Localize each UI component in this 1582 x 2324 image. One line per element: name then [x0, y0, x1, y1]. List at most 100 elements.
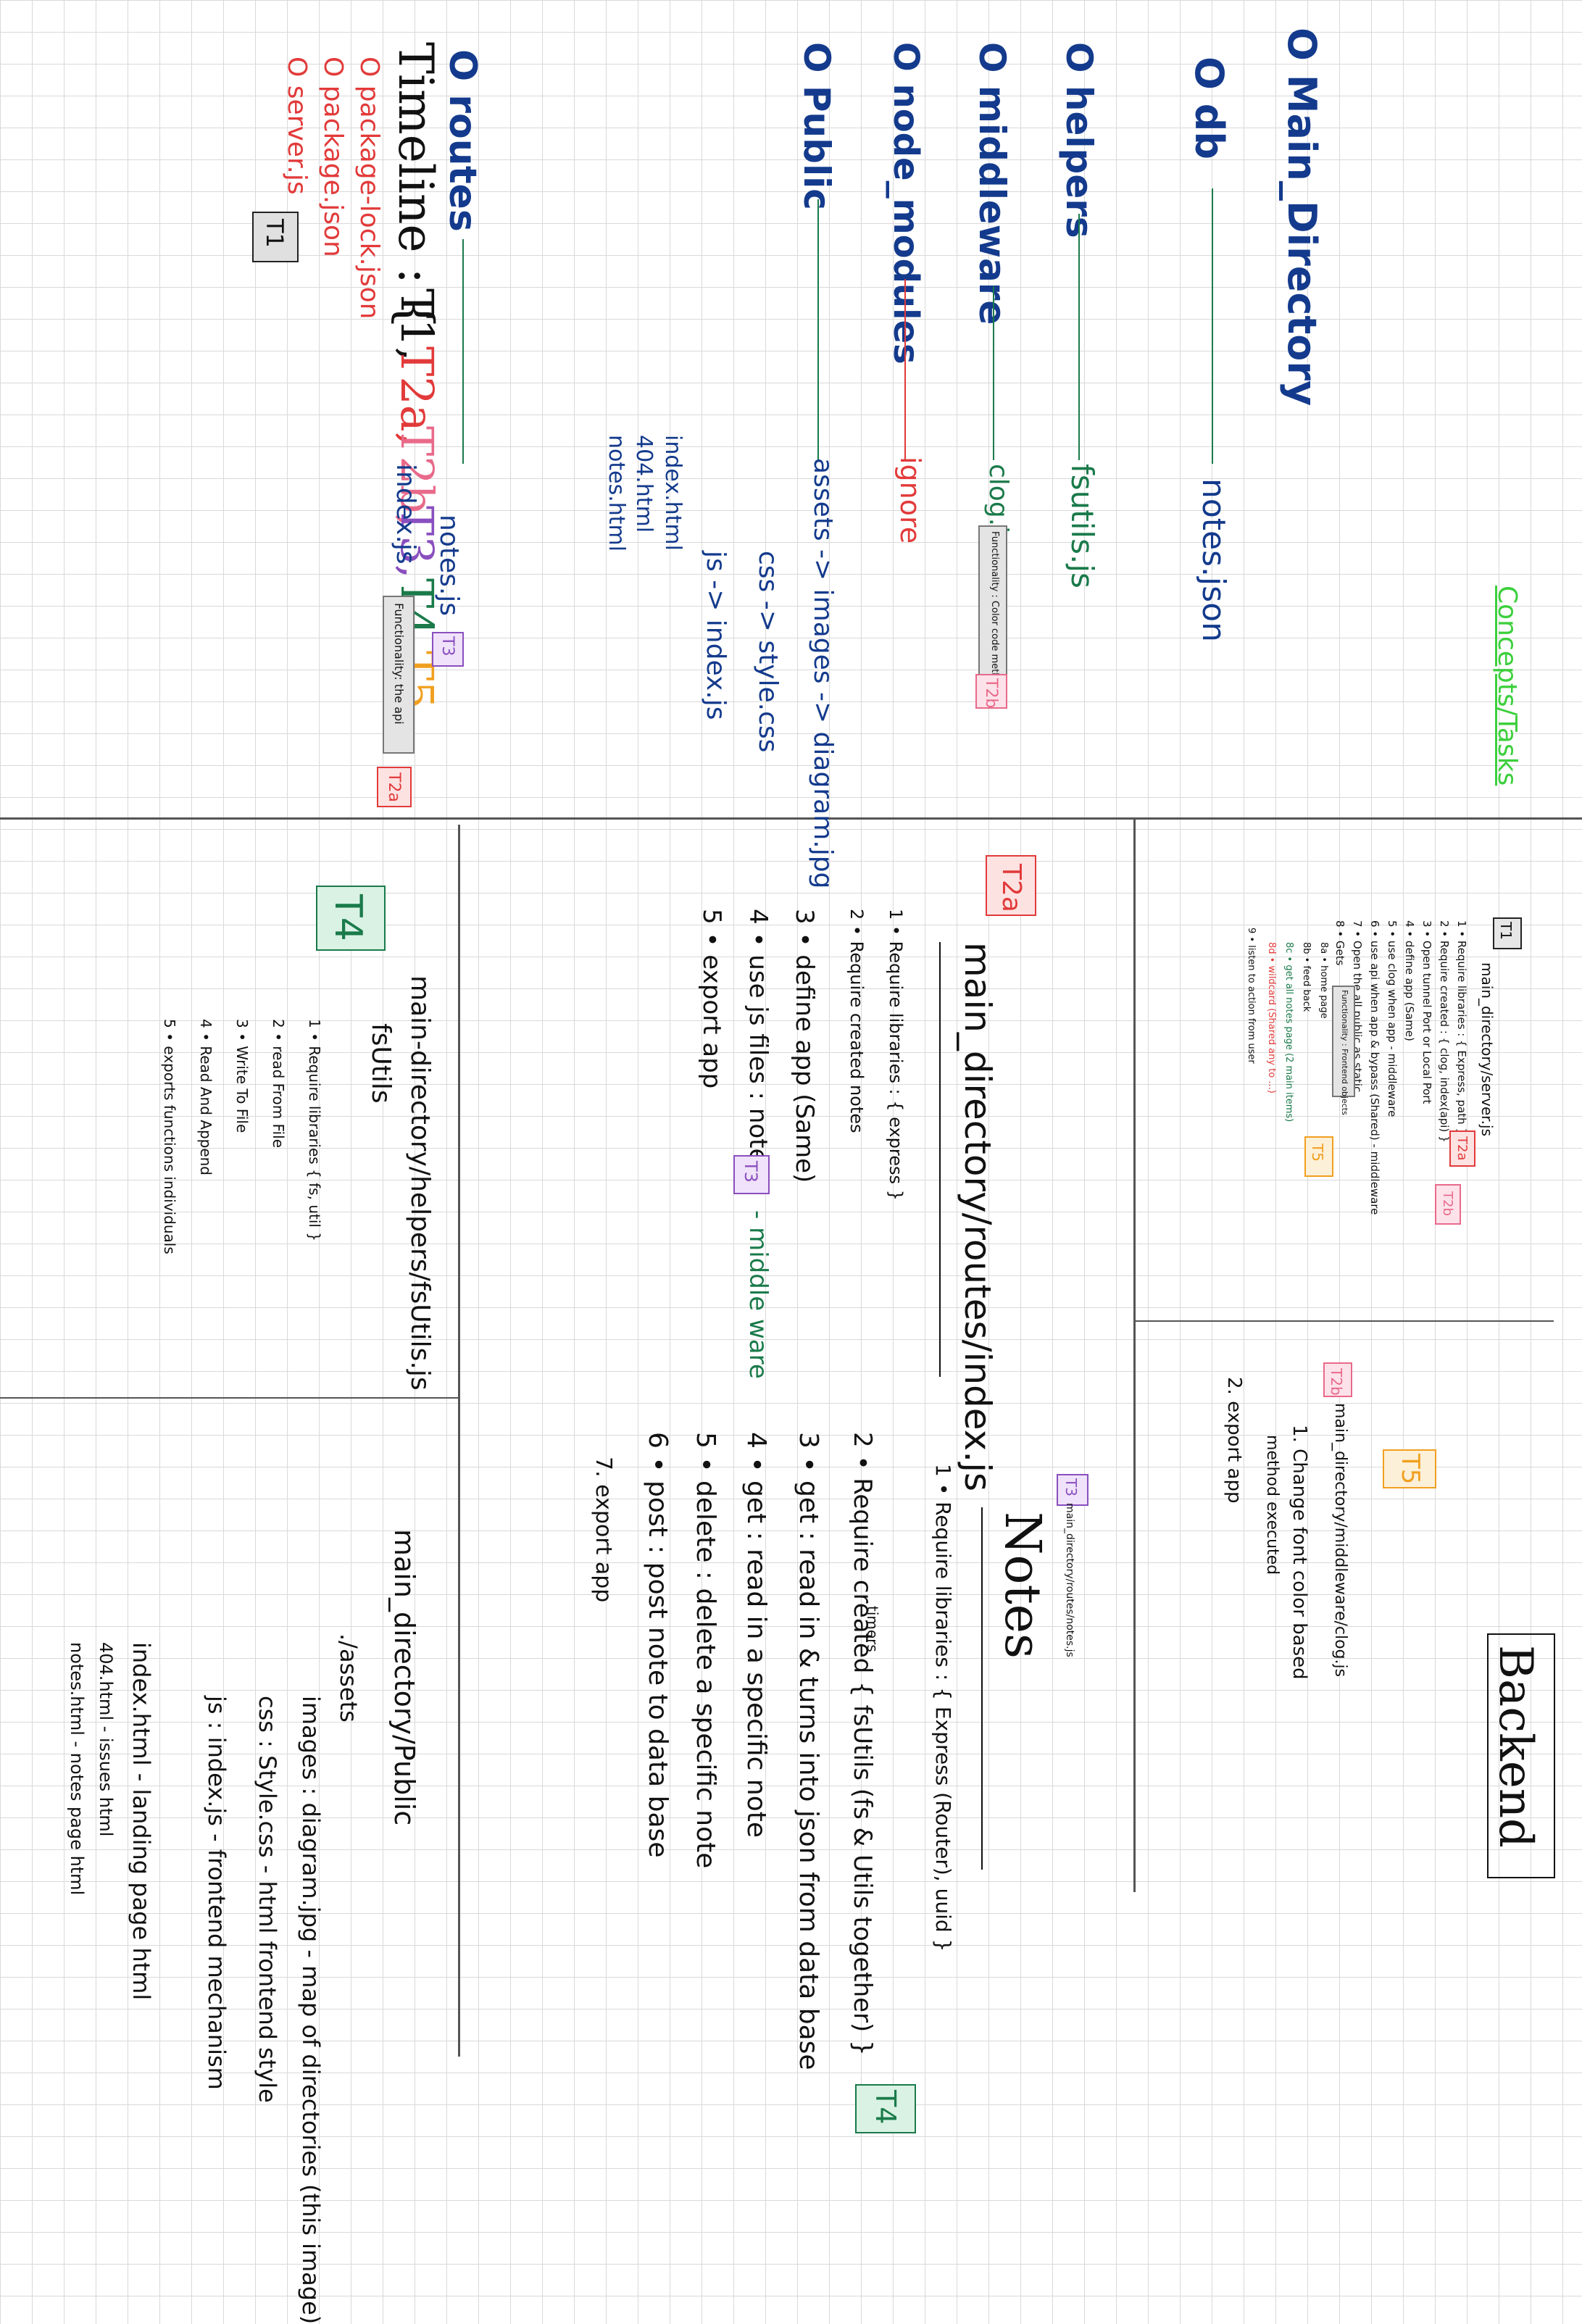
- tree-package: O package.json: [318, 57, 348, 257]
- t1-gets-note: Functionality : Frontend objects: [1340, 990, 1349, 1115]
- middleware-note-box: Functionality : Color code methods: [978, 525, 1007, 695]
- tree-middleware: O middleware: [971, 42, 1013, 325]
- t1-item-2: 2 • Require created : { clog, index(api)…: [1438, 920, 1451, 1143]
- tree-routes-notes: notes.js: [434, 515, 464, 617]
- t2a-item-3: 3 • define app (Same): [790, 909, 819, 1183]
- t4-item-5: 5 • exports functions individuals: [161, 1019, 178, 1254]
- t1-item-8d: 8d • wildcard (Shared any to ...): [1266, 942, 1277, 1094]
- arrow-db: [1212, 188, 1213, 464]
- tree-node-modules: O node_modules: [886, 42, 926, 365]
- t1-item-8c: 8c • get all notes page (2 main items): [1283, 942, 1294, 1123]
- tree-public-index: index.html: [660, 435, 686, 551]
- t1-item-8a: 8a • home page: [1318, 942, 1329, 1019]
- t4-item-2: 2 • read From File: [270, 1019, 287, 1149]
- t1-t5-tag: T5: [1304, 1136, 1333, 1177]
- arrow-helpers: [1078, 214, 1080, 460]
- t2a-middle-note: - middle ware: [744, 1210, 773, 1379]
- middleware-note: Functionality : Color code methods: [989, 531, 1000, 696]
- t5-js: js : index.js - frontend mechanism: [203, 1696, 230, 2090]
- t3-item-6: 6 • post : post note to data base: [643, 1432, 673, 1858]
- tree-db: O db: [1186, 57, 1232, 160]
- t1-t2b-tag: T2b: [1435, 1184, 1461, 1225]
- t5-title: main_directory/Public: [388, 1529, 420, 1826]
- t1-item-8b: 8b • feed back: [1301, 942, 1312, 1012]
- t5-index: index.html - landing page html: [128, 1642, 155, 2001]
- t3-title: Notes: [994, 1512, 1051, 1659]
- t2a-item-2: 2 • Require created notes: [846, 909, 867, 1133]
- section-divider-top-right: [1133, 1320, 1554, 1322]
- t2a-item-1: 1 • Require libraries : { express }: [886, 909, 906, 1201]
- t3-title-underline: [981, 1507, 983, 1870]
- tree-routes-index: index.js: [391, 464, 420, 565]
- tree-public-css: css -> style.css: [753, 551, 783, 753]
- t2b-title: main_directory/middleware/clog.js: [1331, 1403, 1349, 1678]
- tree-helpers: O helpers: [1058, 42, 1100, 238]
- t3-item-4: 4 • get : read in a specific note: [741, 1432, 771, 1838]
- tree-main-directory: O Main_Directory: [1279, 28, 1325, 407]
- t3-item-5: 5 • delete : delete a specific note: [691, 1432, 720, 1869]
- t1-gets-note-box: Functionality : Frontend objects: [1332, 986, 1355, 1115]
- routes-index-note: Functionality: the api: [392, 603, 406, 725]
- t4-title: fsUtils: [366, 1023, 396, 1104]
- t5-tag: T5: [1383, 1449, 1436, 1488]
- middleware-tag: T2b: [975, 674, 1007, 709]
- tree-public-404: 404.html: [631, 435, 657, 533]
- t2a-tag: T2a: [986, 855, 1036, 916]
- t1-item-9: 9 • listen to action from user: [1246, 928, 1257, 1064]
- t1-title: main_directory/server.js: [1478, 962, 1496, 1136]
- page-title: Backend: [1489, 1645, 1542, 1848]
- section-divider-left-vertical: [458, 825, 460, 2057]
- tree-node-modules-note: ignore: [894, 457, 926, 544]
- t1-t2a-tag: T2a: [1449, 1130, 1475, 1167]
- t3-item-1: 1 • Require libraries : { Express (Route…: [931, 1464, 955, 1952]
- t5-notes: notes.html - notes page html: [67, 1642, 87, 1896]
- concepts-label: Concepts/Tasks: [1492, 586, 1522, 786]
- t3-tag: T3: [1057, 1474, 1088, 1506]
- t4-tag: T4: [316, 886, 386, 951]
- t2b-item-1: 1. Change font color based: [1289, 1425, 1310, 1680]
- t1-item-6: 6 • use api when app & bypass (Shared) -…: [1368, 920, 1381, 1215]
- t3-path: main_directory/routes/notes.js: [1064, 1503, 1075, 1657]
- routes-index-tag: T2a: [377, 767, 412, 807]
- tree-server: O server.js: [282, 57, 312, 195]
- tree-public-js: js -> index.js: [701, 551, 730, 720]
- t3-t4-tag: T4: [855, 2084, 916, 2133]
- routes-notes-tag: T3: [432, 632, 464, 667]
- t4-item-3: 3 • Write To File: [233, 1019, 251, 1133]
- section-divider-left: [0, 1397, 458, 1399]
- t2b-item-2: method executed: [1263, 1435, 1281, 1575]
- t3-item-7: 7. export app: [591, 1457, 616, 1603]
- timeline-label: Timeline : {: [388, 42, 444, 330]
- page-title-box: Backend: [1487, 1633, 1555, 1878]
- t4-item-4: 4 • Read And Append: [197, 1019, 215, 1176]
- t5-assets: ./assets: [335, 1633, 362, 1723]
- t1-item-3: 3 • Open tunnel Port or Local Port: [1420, 920, 1433, 1104]
- t2b-item-3: 2. export app: [1223, 1377, 1245, 1504]
- t5-images: images : diagram.jpg - map of directorie…: [297, 1696, 325, 2324]
- server-tag: T1: [252, 212, 299, 262]
- tree-db-file: notes.json: [1195, 478, 1232, 642]
- arrow-public: [817, 199, 819, 460]
- t2a-item-5: 5 • export app: [697, 909, 726, 1089]
- t1-tag: T1: [1493, 917, 1522, 949]
- t2a-notes-tag: T3: [733, 1155, 770, 1194]
- t1-item-1: 1 • Require libraries : { Express, path …: [1455, 920, 1468, 1135]
- t4-item-1: 1 • Require libraries { fs, util }: [306, 1019, 323, 1242]
- arrow-node-modules: [904, 279, 906, 460]
- t2a-item-4: 4 • use js files : notes: [744, 909, 773, 1177]
- t1-item-5: 5 • use clog when app - middleware: [1386, 920, 1399, 1117]
- section-divider-main: [0, 817, 1582, 820]
- tree-package-lock: O package-lock.json: [354, 57, 384, 320]
- t2b-tag: T2b: [1323, 1362, 1352, 1397]
- tree-routes: O routes: [441, 49, 484, 232]
- arrow-routes: [462, 239, 464, 464]
- t3-item-2: 2 • Require created { fsUtils (fs & Util…: [848, 1432, 877, 2056]
- t1-item-4: 4 • define app (Same): [1403, 920, 1416, 1041]
- tree-public-notes: notes.html: [604, 435, 629, 552]
- t2a-title: main_directory/routes/index.js: [957, 942, 999, 1492]
- arrow-middleware: [993, 286, 994, 460]
- t5-404: 404.html - issues html: [96, 1642, 116, 1837]
- section-divider-top-vertical: [1133, 820, 1136, 1892]
- tree-helpers-file: fsutils.js: [1065, 464, 1100, 588]
- t1-item-8: 8 • Gets: [1333, 920, 1346, 966]
